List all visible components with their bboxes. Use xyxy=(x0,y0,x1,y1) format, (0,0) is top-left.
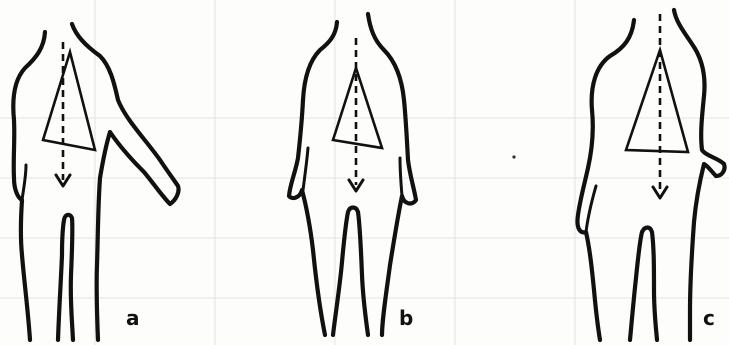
weight-triangle-a xyxy=(43,42,95,186)
body-outline-b xyxy=(289,14,416,335)
panel-label-a: a xyxy=(126,308,140,328)
panel-label-c: c xyxy=(703,308,715,328)
body-outline-a xyxy=(13,24,178,340)
body-outline-c xyxy=(577,10,724,340)
scan-speck xyxy=(512,155,515,158)
panel-label-b: b xyxy=(399,308,413,328)
weight-triangle-c xyxy=(626,14,688,198)
weight-triangle-b xyxy=(333,38,382,191)
